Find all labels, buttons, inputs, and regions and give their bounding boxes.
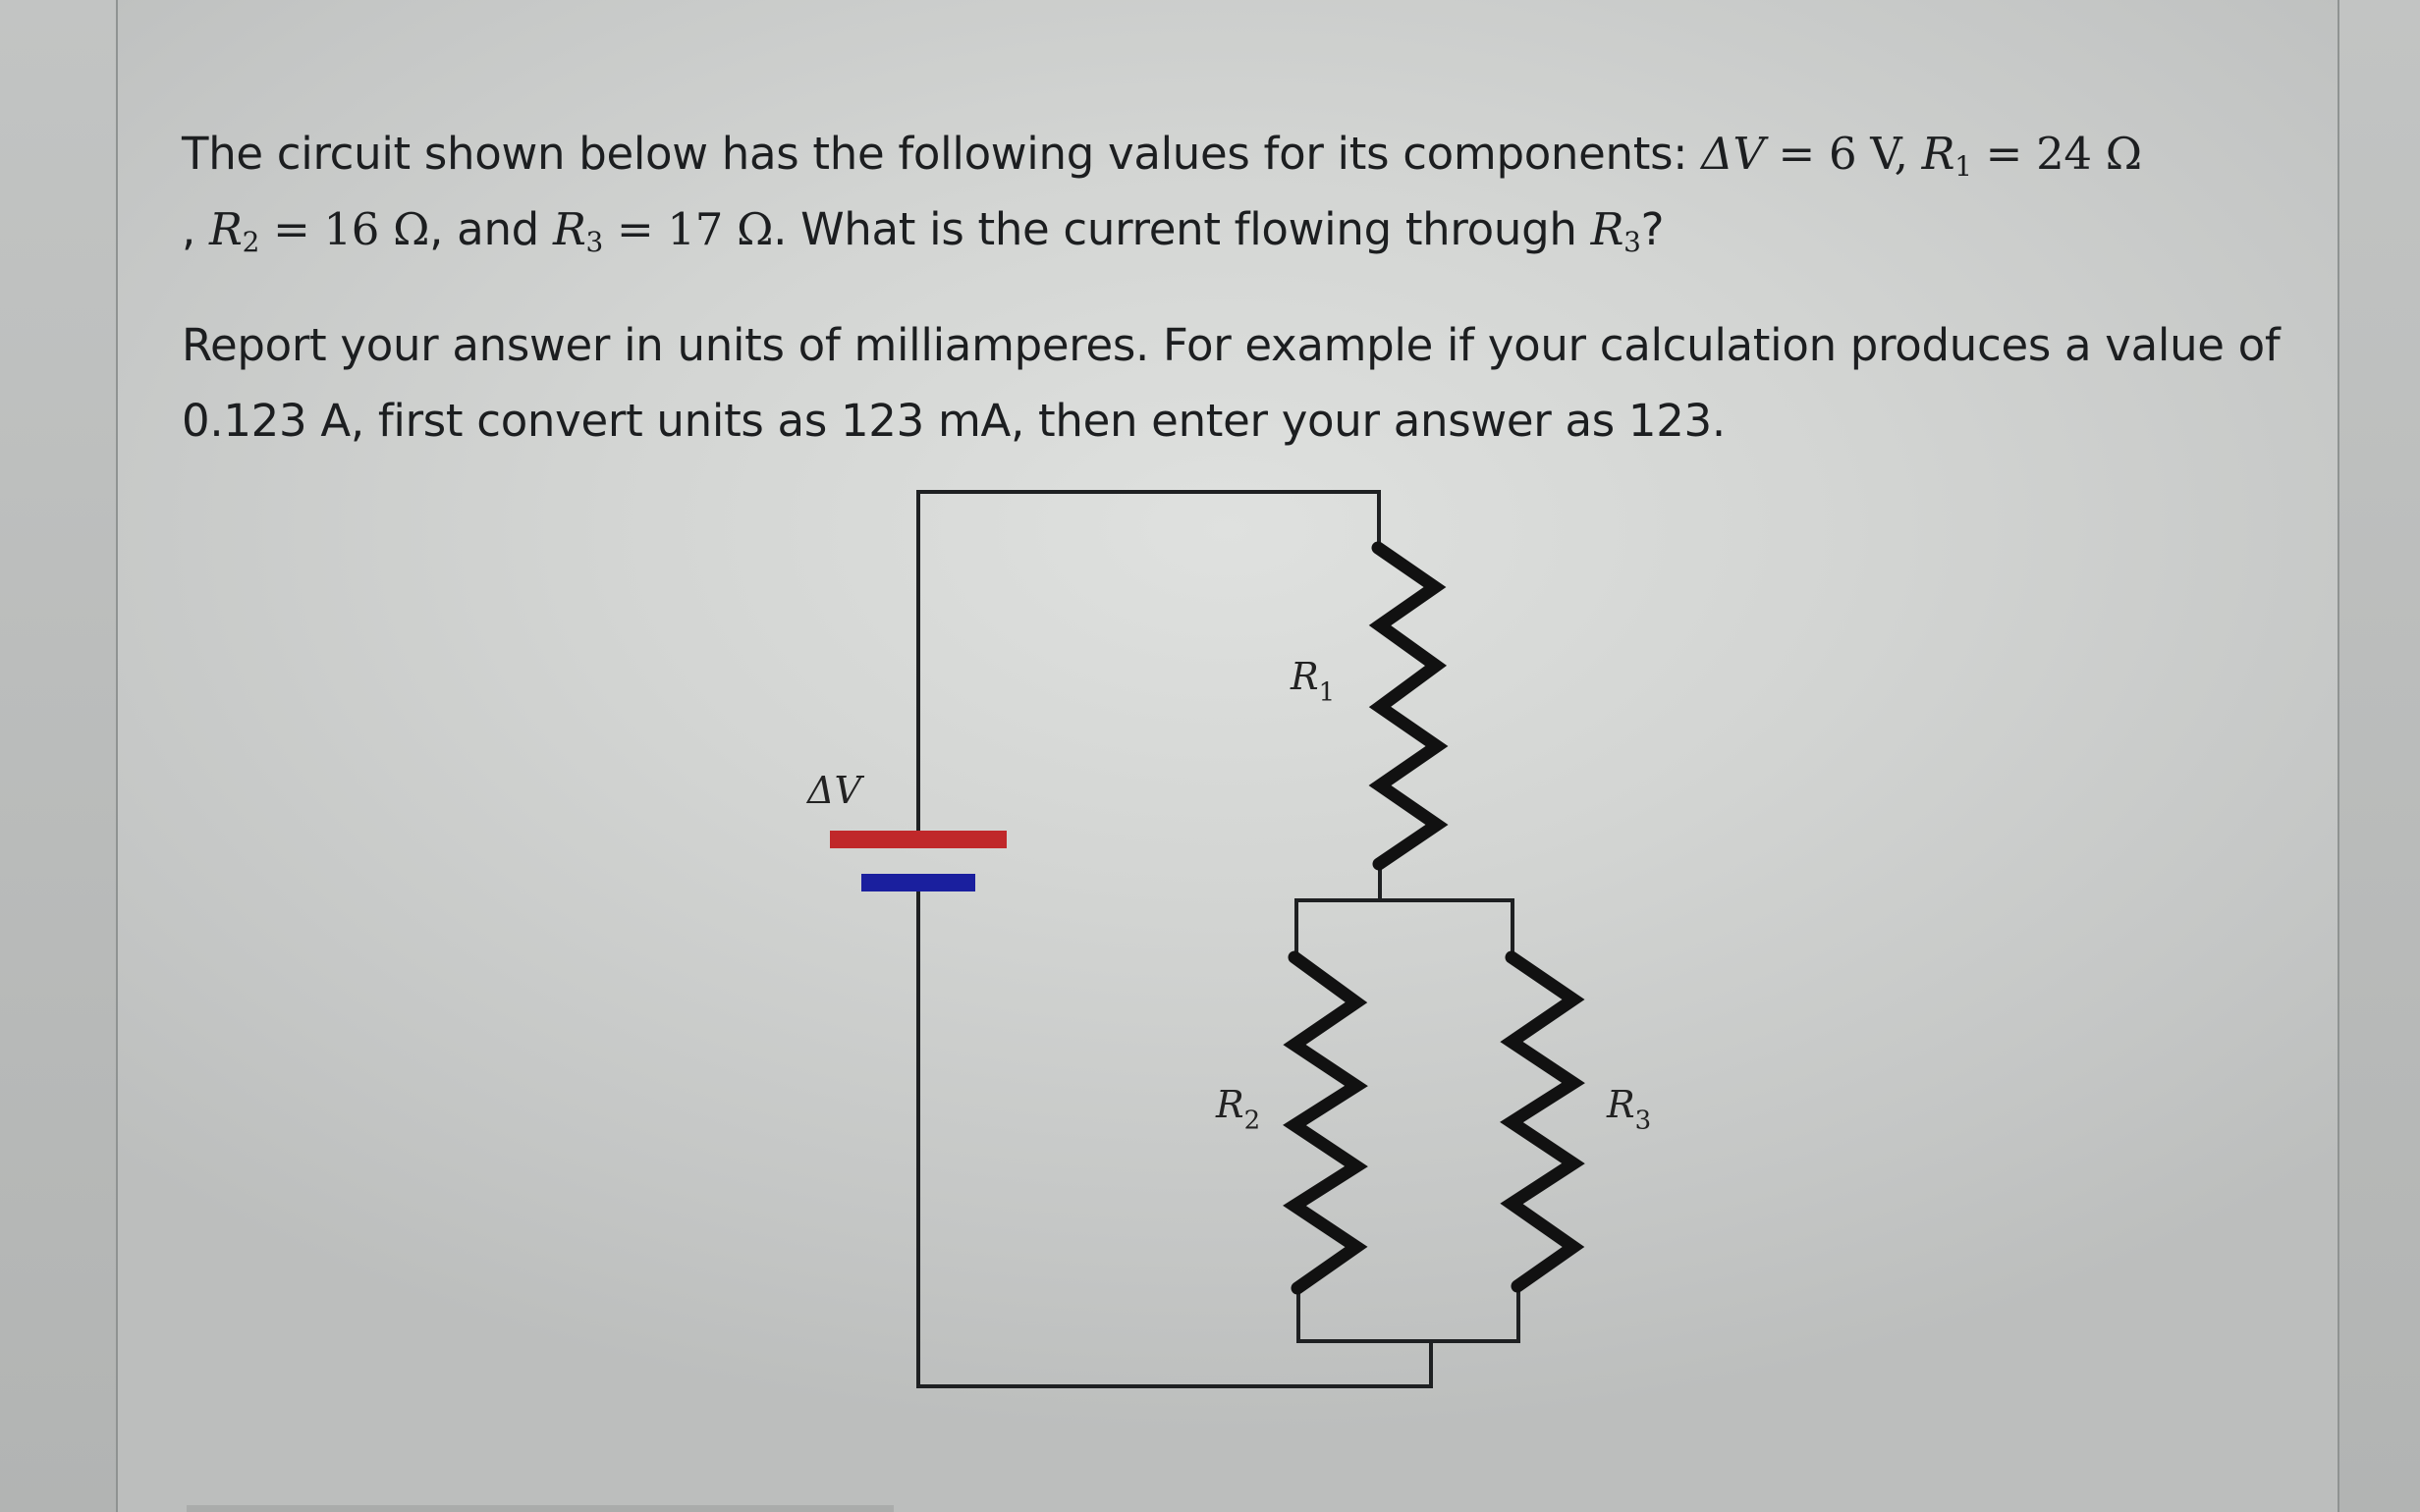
question-text: The circuit shown below has the followin… — [182, 116, 2293, 459]
r1-symbol: R1 — [1921, 128, 1972, 183]
bottom-edge-element — [187, 1505, 894, 1512]
resistor-r2 — [1283, 950, 1368, 1295]
r3-symbol: R3 — [552, 203, 603, 258]
battery-negative-plate — [861, 874, 975, 891]
battery-label: ΔV — [807, 769, 861, 812]
r2-value: = 16 Ω — [259, 203, 430, 255]
r2-label: R2 — [1216, 1083, 1261, 1136]
and-text: , and — [429, 203, 553, 255]
target-symbol: R3 — [1590, 203, 1641, 258]
r3-value: = 17 Ω — [602, 203, 774, 255]
question-sentence: . What is the current flowing through — [773, 203, 1591, 255]
intro-text: The circuit shown below has the followin… — [182, 128, 1702, 180]
resistor-r3 — [1500, 950, 1585, 1293]
r1-value: = 24 Ω — [1971, 128, 2142, 180]
r3-label: R3 — [1607, 1083, 1652, 1136]
answer-instructions: Report your answer in units of milliampe… — [182, 319, 2281, 447]
voltage-value: = 6 V, — [1764, 128, 1922, 180]
r2-symbol: R2 — [209, 203, 260, 258]
wire-bottom — [916, 1339, 1433, 1388]
wire-left-top — [916, 490, 1381, 834]
r1-label: R1 — [1291, 655, 1336, 708]
separator: , — [182, 203, 210, 255]
delta-v-symbol: ΔV — [1701, 128, 1765, 180]
problem-statement: The circuit shown below has the followin… — [182, 128, 2142, 258]
wire-parallel-top — [1294, 898, 1514, 959]
battery-positive-plate — [830, 831, 1007, 848]
resistor-r1 — [1368, 541, 1449, 871]
question-panel — [116, 0, 2339, 1512]
right-margin — [2338, 0, 2420, 1512]
left-margin — [0, 0, 116, 1512]
wire-parallel-bottom — [1296, 1284, 1520, 1343]
